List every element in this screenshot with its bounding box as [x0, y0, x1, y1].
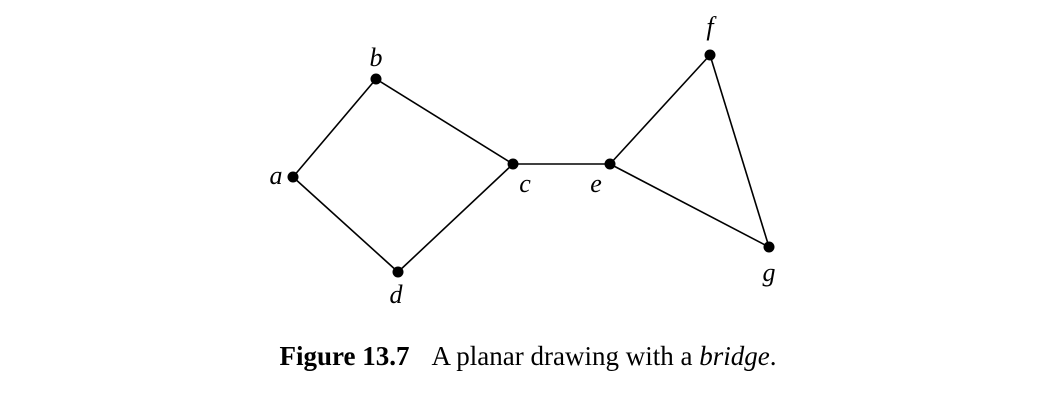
vertex-f [704, 49, 716, 61]
caption-text: A planar drawing with a [431, 341, 700, 371]
edge-e-g [609, 163, 770, 248]
labels-layer: a b c d e f g [270, 12, 776, 309]
edge-a-b [292, 78, 377, 178]
edge-f-g [709, 54, 770, 248]
edge-a-d [292, 176, 399, 273]
vertex-label-g: g [763, 258, 776, 287]
caption-period: . [769, 341, 777, 371]
figure-number: Figure 13.7 [279, 341, 410, 371]
vertex-label-e: e [590, 169, 602, 198]
edge-e-f [609, 54, 711, 165]
vertex-a [287, 171, 299, 183]
vertex-label-d: d [390, 280, 404, 309]
vertex-e [604, 158, 616, 170]
edge-d-c [397, 163, 514, 273]
vertex-d [392, 266, 404, 278]
vertex-label-f: f [706, 12, 717, 41]
vertex-c [507, 158, 519, 170]
vertex-label-b: b [370, 43, 383, 72]
vertex-label-c: c [519, 169, 531, 198]
vertex-b [370, 73, 382, 85]
vertices-layer [287, 49, 775, 278]
edge-b-c [375, 78, 514, 165]
edges-layer [292, 54, 770, 273]
caption-emphasis: bridge [699, 341, 770, 371]
vertex-g [763, 241, 775, 253]
vertex-label-a: a [270, 161, 283, 190]
figure-caption: Figure 13.7 A planar drawing with a bridg… [0, 336, 1056, 376]
